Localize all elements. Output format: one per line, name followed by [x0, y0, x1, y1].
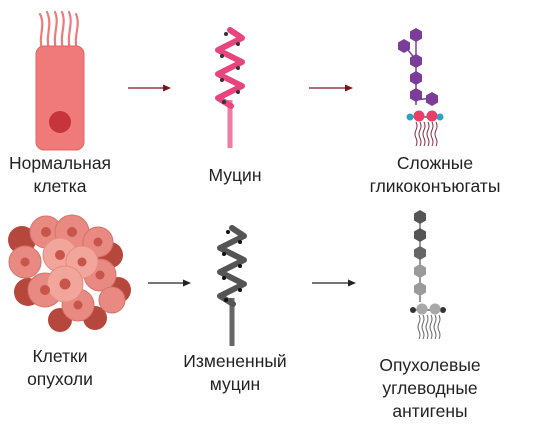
arrow-icon	[148, 279, 191, 287]
tumor-antigen-icon	[410, 210, 446, 340]
altered-mucin-icon	[217, 225, 247, 346]
altered-mucin-label: Измененный муцин	[183, 351, 287, 394]
mucin-icon	[215, 27, 245, 148]
normal-cell-icon	[35, 10, 85, 151]
tumor-antigens-label: Опухолевые углеводные антигены	[379, 355, 481, 421]
mucin-label: Муцин	[208, 165, 262, 185]
glycoconjugate-icon	[398, 28, 444, 147]
glycoconjugates-label: Сложные гликоконъюгаты	[369, 153, 501, 196]
normal-cell-label: Нормальная клетка	[8, 153, 112, 196]
arrow-icon	[309, 84, 353, 92]
arrow-icon	[128, 84, 171, 92]
tumor-cells-label: Клетки опухоли	[27, 346, 93, 389]
arrow-icon	[312, 279, 356, 287]
tumor-cells-icon	[8, 214, 131, 332]
